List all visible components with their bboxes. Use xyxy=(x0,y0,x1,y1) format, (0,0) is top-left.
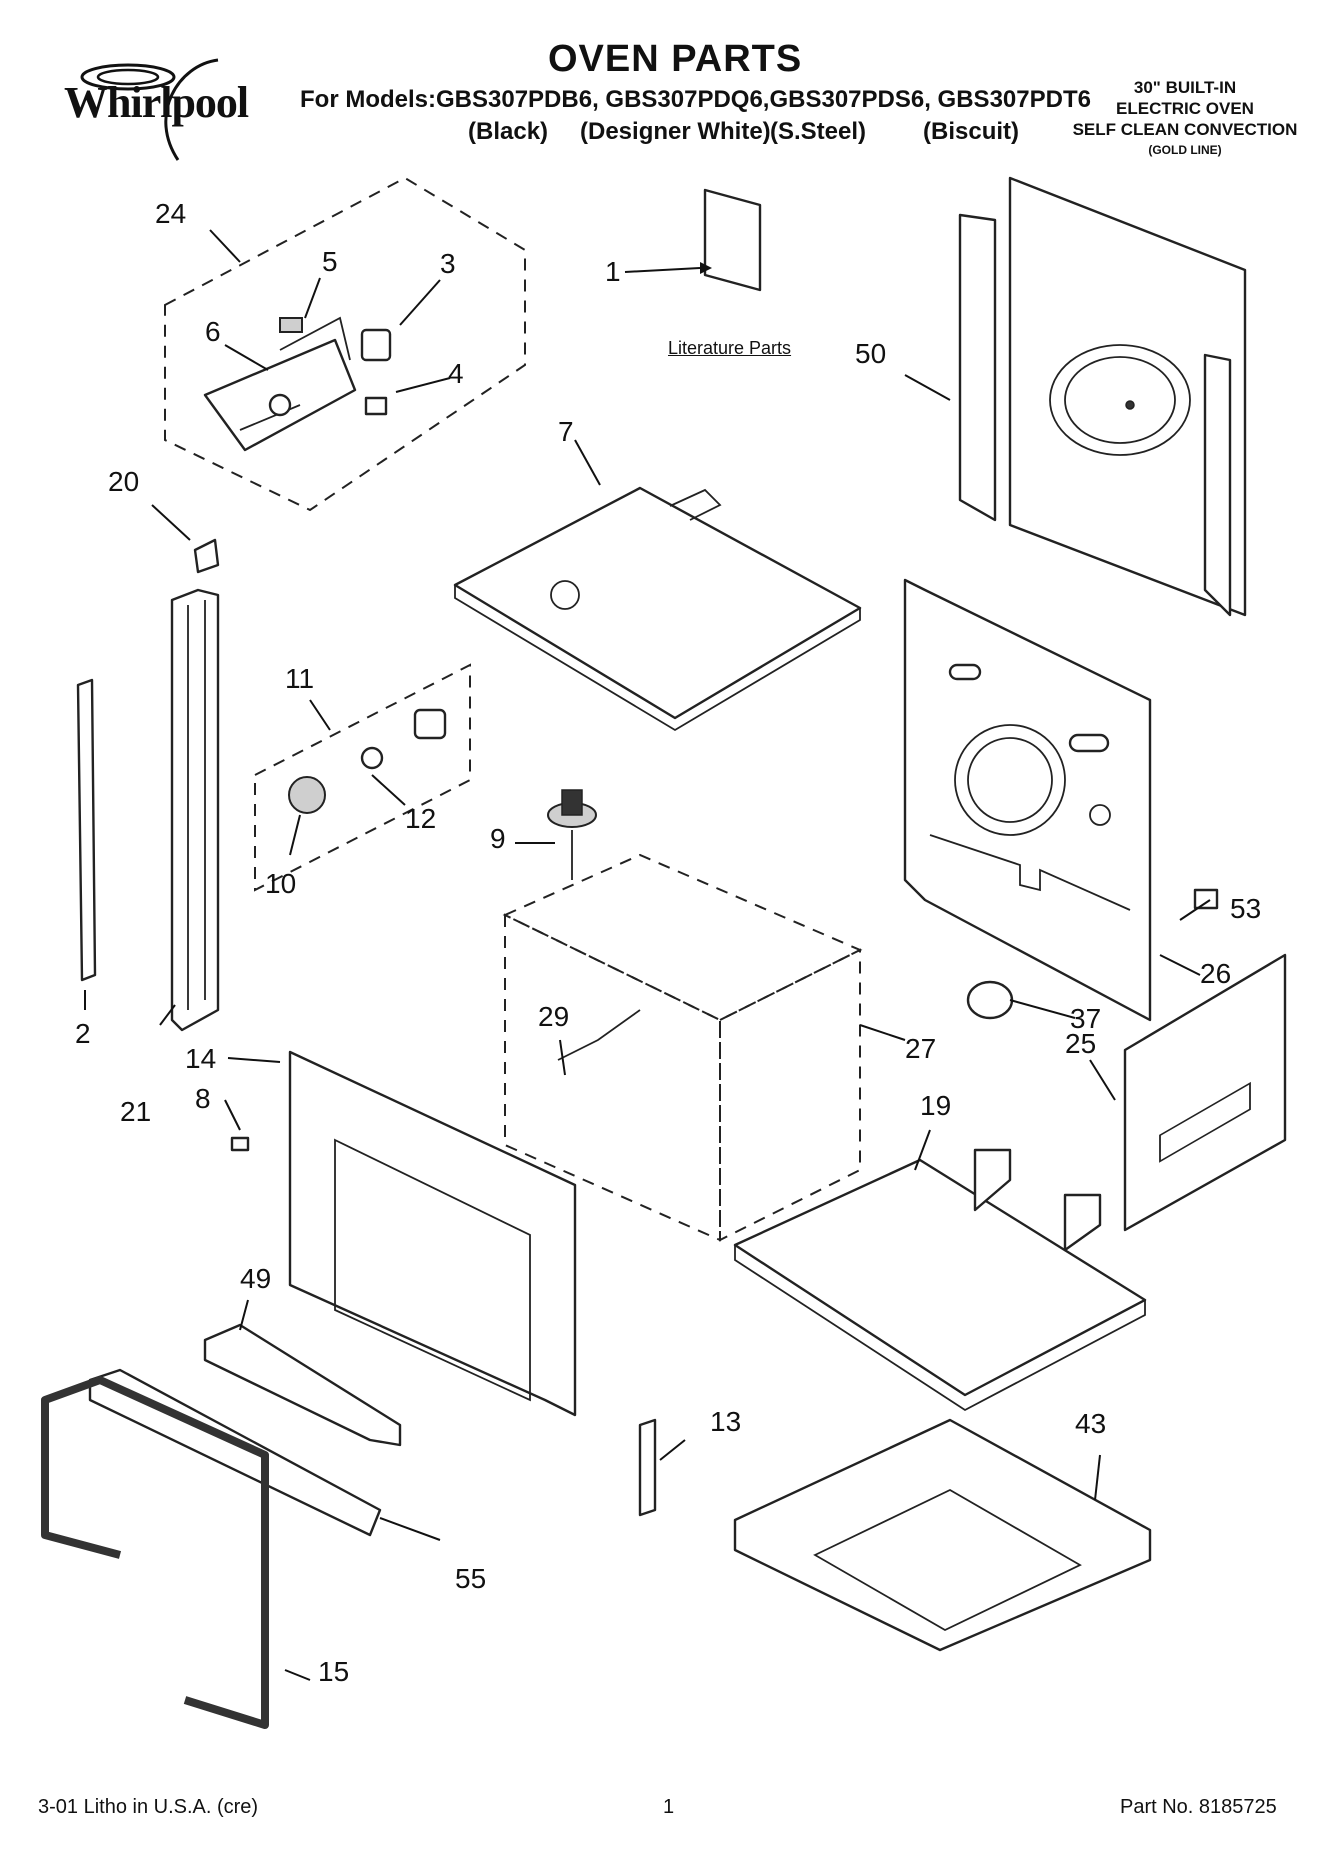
callout-6: 6 xyxy=(205,316,221,347)
part-25-side-cover xyxy=(1123,953,1287,1232)
callout-37: 37 xyxy=(1070,1003,1102,1034)
product-line-2: ELECTRIC OVEN xyxy=(1116,99,1254,118)
part-8-screw xyxy=(230,1136,250,1152)
callout-3: 3 xyxy=(440,248,456,279)
part-53-clip xyxy=(1193,888,1219,910)
callout-15: 15 xyxy=(318,1656,350,1687)
callout-55: 55 xyxy=(455,1563,487,1594)
part-19-heat-shield xyxy=(733,1148,1147,1412)
callout-24: 24 xyxy=(155,198,187,229)
callout-leaders xyxy=(84,229,1211,1681)
callout-29: 29 xyxy=(538,1001,570,1032)
product-description: 30" BUILT-IN ELECTRIC OVEN SELF CLEAN CO… xyxy=(1040,77,1330,161)
literature-parts-label: Literature Parts xyxy=(668,338,792,358)
litho-note: 3-01 Litho in U.S.A. (cre) xyxy=(38,1796,259,1818)
callout-43: 43 xyxy=(1075,1408,1107,1439)
page-title: OVEN PARTS xyxy=(548,38,803,80)
part-43-bottom-pan xyxy=(733,1418,1152,1652)
page-number: 1 xyxy=(663,1796,675,1818)
finish-designer-white: (Designer White) xyxy=(580,118,771,145)
callout-11: 11 xyxy=(285,663,315,694)
part-14-front-frame xyxy=(288,1050,577,1417)
part-26-convection-panel xyxy=(903,578,1152,1022)
finish-biscuit: (Biscuit) xyxy=(923,118,1019,145)
callout-5: 5 xyxy=(322,246,338,277)
brand-name: Whirlpool xyxy=(64,78,249,127)
part-50-back-panel xyxy=(958,176,1247,617)
part-11-lamp-kit xyxy=(254,663,471,892)
callout-10: 10 xyxy=(265,868,297,899)
callout-50: 50 xyxy=(855,338,887,369)
callout-27: 27 xyxy=(905,1033,937,1064)
product-line-3: SELF CLEAN CONVECTION xyxy=(1072,120,1298,139)
callout-9: 9 xyxy=(490,823,506,854)
part-21-side-trim xyxy=(170,588,220,1032)
part-49-vent-trim xyxy=(203,1323,402,1447)
callout-7: 7 xyxy=(558,416,574,447)
product-line-1: 30" BUILT-IN xyxy=(1133,78,1237,97)
callout-53: 53 xyxy=(1230,893,1262,924)
part-37-sensor xyxy=(966,980,1014,1020)
callout-12: 12 xyxy=(405,803,437,834)
finish-stainless: (S.Steel) xyxy=(770,118,867,145)
part-number: Part No. 8185725 xyxy=(1120,1796,1277,1818)
callout-2: 2 xyxy=(75,1018,91,1049)
part-20-end-cap xyxy=(193,538,220,574)
part-27-oven-cavity xyxy=(502,789,863,1242)
part-24-bracket-assembly xyxy=(164,176,526,512)
callout-14: 14 xyxy=(185,1043,217,1074)
part-15-door-gasket xyxy=(41,1376,269,1729)
callout-49: 49 xyxy=(240,1263,272,1294)
model-list: For Models:GBS307PDB6, GBS307PDQ6,GBS307… xyxy=(300,86,1091,113)
callout-19: 19 xyxy=(920,1090,952,1121)
callout-25: 25 xyxy=(1065,1028,1097,1059)
callout-20: 20 xyxy=(108,466,140,497)
part-13-bracket xyxy=(638,1418,657,1517)
callout-4: 4 xyxy=(448,358,464,389)
callout-21: 21 xyxy=(120,1096,152,1127)
logo-swirl-graphic xyxy=(80,58,219,161)
part-1-literature xyxy=(703,188,762,292)
product-line-4: (GOLD LINE) xyxy=(1148,143,1222,157)
part-7-top-panel xyxy=(453,486,862,732)
part-2-side-rail xyxy=(76,678,97,982)
whirlpool-logo: Whirlpool xyxy=(28,55,278,165)
callout-26: 26 xyxy=(1200,958,1232,989)
callout-8: 8 xyxy=(195,1083,211,1114)
callout-1: 1 xyxy=(605,256,621,287)
finish-black: (Black) xyxy=(468,118,549,145)
callout-13: 13 xyxy=(710,1406,742,1437)
